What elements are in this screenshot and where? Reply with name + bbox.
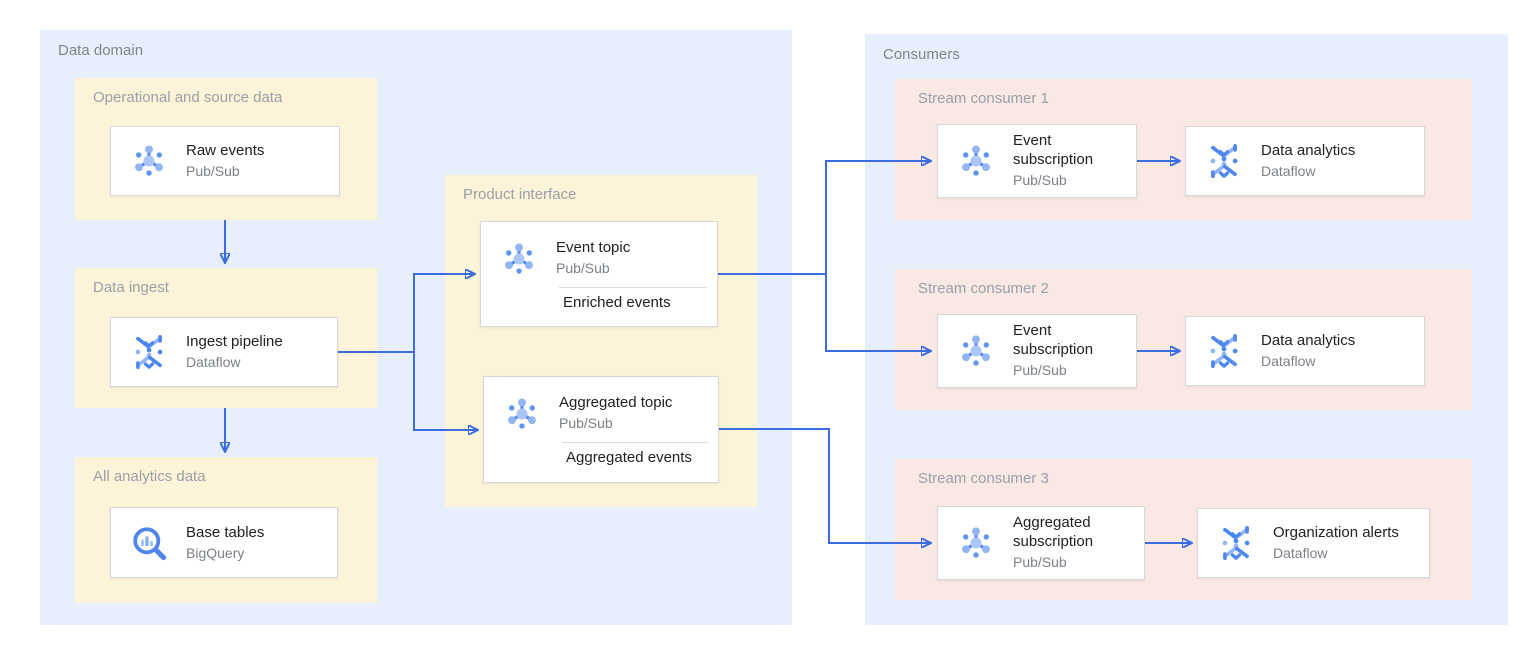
card-divider xyxy=(559,287,707,288)
node-title: Data analytics xyxy=(1261,332,1356,349)
consumers-label: Consumers xyxy=(883,46,960,63)
node-text: Event subscription Pub/Sub xyxy=(1013,131,1132,189)
node-raw-events: Raw events Pub/Sub xyxy=(110,126,340,196)
group-label: Data ingest xyxy=(93,279,169,296)
node-product: Pub/Sub xyxy=(1013,172,1067,188)
node-title: Raw events xyxy=(186,142,265,159)
node-text: Raw events Pub/Sub xyxy=(186,141,335,180)
node-product: BigQuery xyxy=(186,545,245,561)
node-title: Organization alerts xyxy=(1273,524,1399,541)
node-data-analytics-1: Data analytics Dataflow xyxy=(1185,126,1425,196)
group-label: Stream consumer 2 xyxy=(918,280,1049,297)
node-product: Dataflow xyxy=(1261,163,1316,179)
node-event-subscription-1: Event subscription Pub/Sub xyxy=(937,124,1137,198)
node-title: Aggregated subscription xyxy=(1013,514,1094,550)
node-title: Ingest pipeline xyxy=(186,333,283,350)
node-title: Data analytics xyxy=(1261,142,1356,159)
node-event-subscription-2: Event subscription Pub/Sub xyxy=(937,314,1137,388)
pubsub-icon xyxy=(133,143,165,178)
pubsub-icon xyxy=(960,143,992,178)
node-text: Organization alerts Dataflow xyxy=(1273,523,1425,562)
dataflow-icon xyxy=(133,334,165,370)
node-data-analytics-2: Data analytics Dataflow xyxy=(1185,316,1425,386)
node-product: Dataflow xyxy=(186,354,241,370)
topic-note: Aggregated events xyxy=(566,449,692,466)
node-text: Data analytics Dataflow xyxy=(1261,331,1420,370)
pubsub-icon xyxy=(960,333,992,368)
topic-note: Enriched events xyxy=(563,294,671,311)
node-product: Dataflow xyxy=(1273,545,1328,561)
node-product: Pub/Sub xyxy=(186,163,240,179)
node-product: Dataflow xyxy=(1261,353,1316,369)
dataflow-icon xyxy=(1220,525,1252,561)
dataflow-icon xyxy=(1208,333,1240,369)
node-text: Aggregated subscription Pub/Sub xyxy=(1013,513,1140,571)
node-aggregated-subscription: Aggregated subscription Pub/Sub xyxy=(937,506,1145,580)
node-text: Event topic Pub/Sub xyxy=(556,238,713,277)
node-product: Pub/Sub xyxy=(556,260,610,276)
node-product: Pub/Sub xyxy=(559,415,613,431)
node-aggregated-topic: Aggregated topic Pub/Sub Aggregated even… xyxy=(483,376,719,483)
group-label: All analytics data xyxy=(93,468,206,485)
node-text: Data analytics Dataflow xyxy=(1261,141,1420,180)
node-event-topic: Event topic Pub/Sub Enriched events xyxy=(480,221,718,327)
node-title: Aggregated topic xyxy=(559,394,673,411)
bigquery-icon xyxy=(130,524,168,562)
node-title: Event subscription xyxy=(1013,132,1094,168)
group-label: Product interface xyxy=(463,186,577,203)
node-product: Pub/Sub xyxy=(1013,554,1067,570)
pubsub-icon xyxy=(503,241,535,276)
node-title: Event subscription xyxy=(1013,322,1094,358)
node-title: Base tables xyxy=(186,524,265,541)
node-title: Event topic xyxy=(556,239,631,256)
group-label: Stream consumer 3 xyxy=(918,470,1049,487)
data-domain-label: Data domain xyxy=(58,42,144,59)
pubsub-icon xyxy=(960,525,992,560)
node-ingest-pipeline: Ingest pipeline Dataflow xyxy=(110,317,338,387)
node-organization-alerts: Organization alerts Dataflow xyxy=(1197,508,1430,578)
group-label: Operational and source data xyxy=(93,89,283,106)
card-divider xyxy=(562,442,708,443)
node-base-tables: Base tables BigQuery xyxy=(110,507,338,578)
node-text: Ingest pipeline Dataflow xyxy=(186,332,333,371)
node-text: Aggregated topic Pub/Sub xyxy=(559,393,714,432)
pubsub-icon xyxy=(506,396,538,431)
node-text: Event subscription Pub/Sub xyxy=(1013,321,1132,379)
node-text: Base tables BigQuery xyxy=(186,523,333,562)
node-product: Pub/Sub xyxy=(1013,362,1067,378)
group-label: Stream consumer 1 xyxy=(918,90,1049,107)
dataflow-icon xyxy=(1208,143,1240,179)
